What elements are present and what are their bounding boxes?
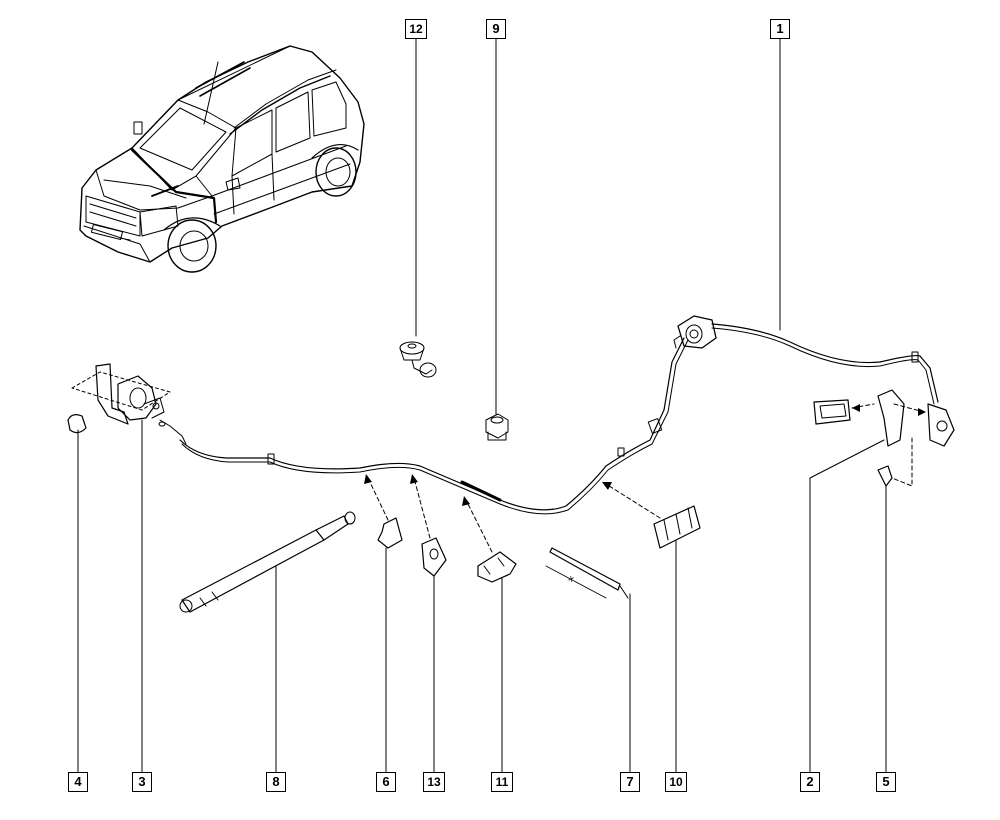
nut-part: [485, 413, 509, 441]
callout-6[interactable]: 6: [376, 772, 396, 792]
arrow-heads: [364, 404, 926, 506]
callout-7[interactable]: 7: [620, 772, 640, 792]
bonnet-lock-assembly: [71, 363, 187, 445]
callout-13[interactable]: 13: [423, 772, 445, 792]
clip-part-11: [477, 551, 517, 583]
bolt-part-5: [877, 465, 893, 487]
callout-3[interactable]: 3: [132, 772, 152, 792]
callout-4[interactable]: 4: [68, 772, 88, 792]
tie-part: [545, 547, 629, 599]
callout-9[interactable]: 9: [486, 19, 506, 39]
bonnet-buffer-part: [399, 341, 437, 378]
seal-part: [813, 399, 851, 425]
dimension-mark: x: [567, 573, 576, 584]
callout-leader-lines: [77, 37, 887, 773]
bonnet-release-cable: [179, 315, 939, 515]
callout-12[interactable]: 12: [405, 19, 427, 39]
callout-1[interactable]: 1: [770, 19, 790, 39]
callout-5[interactable]: 5: [876, 772, 896, 792]
bonnet-latch-part: [877, 389, 955, 447]
clip-part-10: [653, 505, 701, 549]
callout-11[interactable]: 11: [491, 772, 513, 792]
callout-10[interactable]: 10: [665, 772, 687, 792]
clip-part-6: [377, 517, 403, 549]
gas-strut-part: [179, 511, 356, 613]
vehicle-illustration: [79, 45, 365, 273]
callout-2[interactable]: 2: [800, 772, 820, 792]
callout-8[interactable]: 8: [266, 772, 286, 792]
clip-part-13: [421, 537, 447, 577]
assembly-arrows: [367, 403, 925, 553]
clip-part-4: [67, 414, 87, 434]
